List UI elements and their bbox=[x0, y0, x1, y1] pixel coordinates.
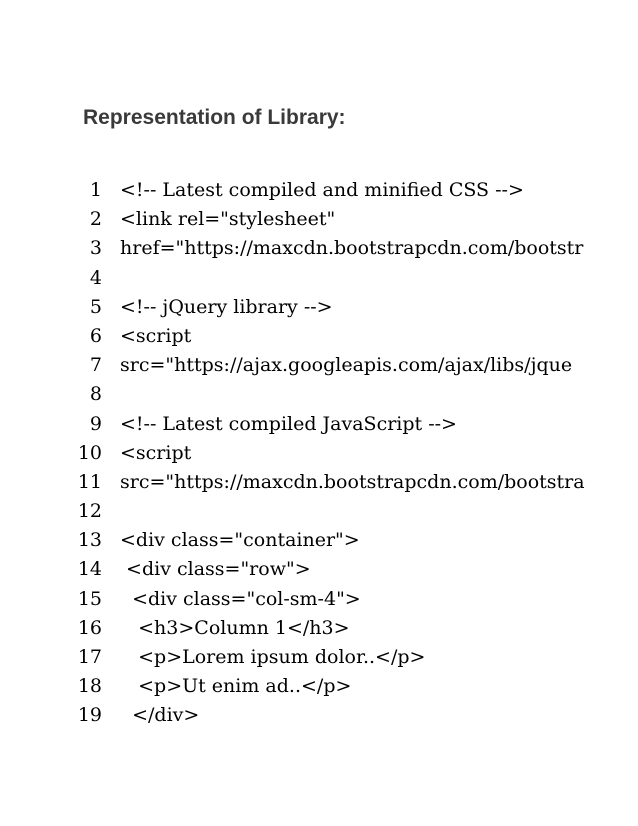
code-line: 15 <div class="col-sm-4"> bbox=[0, 585, 638, 614]
line-number: 13 bbox=[77, 529, 102, 552]
line-number: 5 bbox=[89, 295, 102, 318]
line-number: 19 bbox=[77, 704, 102, 727]
code-line: 18 <p>Ut enim ad..</p> bbox=[0, 672, 638, 701]
line-number: 8 bbox=[89, 383, 102, 406]
line-number: 14 bbox=[77, 558, 102, 581]
line-number: 7 bbox=[89, 354, 102, 377]
line-number: 6 bbox=[89, 324, 102, 347]
code-line: 14 <div class="row"> bbox=[0, 555, 638, 584]
line-number: 9 bbox=[89, 412, 102, 435]
code-line: 17 <p>Lorem ipsum dolor..</p> bbox=[0, 643, 638, 672]
page-heading: Representation of Library: bbox=[83, 106, 346, 129]
line-text: <div class="row"> bbox=[120, 558, 311, 581]
line-text: <div class="container"> bbox=[120, 529, 360, 552]
line-text: href="https://maxcdn.bootstrapcdn.com/bo… bbox=[120, 237, 584, 260]
code-line: 1 <!-- Latest compiled and minified CSS -… bbox=[0, 176, 638, 205]
code-line: 6 <script bbox=[0, 322, 638, 351]
line-text: <script bbox=[120, 324, 192, 347]
line-text: <h3>Column 1</h3> bbox=[120, 616, 350, 639]
line-number: 12 bbox=[77, 500, 102, 523]
line-text: <link rel="stylesheet" bbox=[120, 208, 336, 231]
code-listing: 1 <!-- Latest compiled and minified CSS -… bbox=[0, 176, 638, 731]
line-text: <p>Ut enim ad..</p> bbox=[120, 675, 352, 698]
line-text: <p>Lorem ipsum dolor..</p> bbox=[120, 646, 426, 668]
line-number: 3 bbox=[89, 237, 102, 260]
line-number: 10 bbox=[77, 441, 102, 464]
code-line: 9 <!-- Latest compiled JavaScript --> bbox=[0, 410, 638, 439]
line-text: </div> bbox=[120, 704, 200, 727]
line-number: 18 bbox=[77, 675, 102, 698]
line-number: 11 bbox=[77, 470, 102, 493]
line-text: <!-- Latest compiled and minified CSS --… bbox=[120, 179, 524, 201]
code-line: 11 src="https://maxcdn.bootstrapcdn.com/b… bbox=[0, 468, 638, 497]
code-line: 3 href="https://maxcdn.bootstrapcdn.com/b… bbox=[0, 234, 638, 263]
code-line: 16 <h3>Column 1</h3> bbox=[0, 614, 638, 643]
code-line: 19 </div> bbox=[0, 701, 638, 730]
line-number: 1 bbox=[89, 179, 102, 201]
line-number: 15 bbox=[77, 587, 102, 610]
line-text: <!-- jQuery library --> bbox=[120, 295, 333, 318]
code-line: 10 <script bbox=[0, 439, 638, 468]
code-line: 8 bbox=[0, 380, 638, 409]
code-line: 13 <div class="container"> bbox=[0, 526, 638, 555]
code-line: 12 bbox=[0, 497, 638, 526]
line-text: src="https://maxcdn.bootstrapcdn.com/boo… bbox=[120, 470, 585, 493]
line-number: 2 bbox=[89, 208, 102, 231]
line-text: src="https://ajax.googleapis.com/ajax/li… bbox=[120, 354, 573, 377]
line-number: 17 bbox=[77, 646, 102, 668]
code-line: 5 <!-- jQuery library --> bbox=[0, 293, 638, 322]
code-line: 7 src="https://ajax.googleapis.com/ajax/l… bbox=[0, 351, 638, 380]
line-text: <div class="col-sm-4"> bbox=[120, 587, 361, 610]
code-line: 4 bbox=[0, 264, 638, 293]
line-number: 16 bbox=[77, 616, 102, 639]
line-number: 4 bbox=[89, 266, 102, 289]
line-text: <script bbox=[120, 441, 192, 464]
line-text: <!-- Latest compiled JavaScript --> bbox=[120, 412, 457, 435]
code-line: 2 <link rel="stylesheet" bbox=[0, 205, 638, 234]
